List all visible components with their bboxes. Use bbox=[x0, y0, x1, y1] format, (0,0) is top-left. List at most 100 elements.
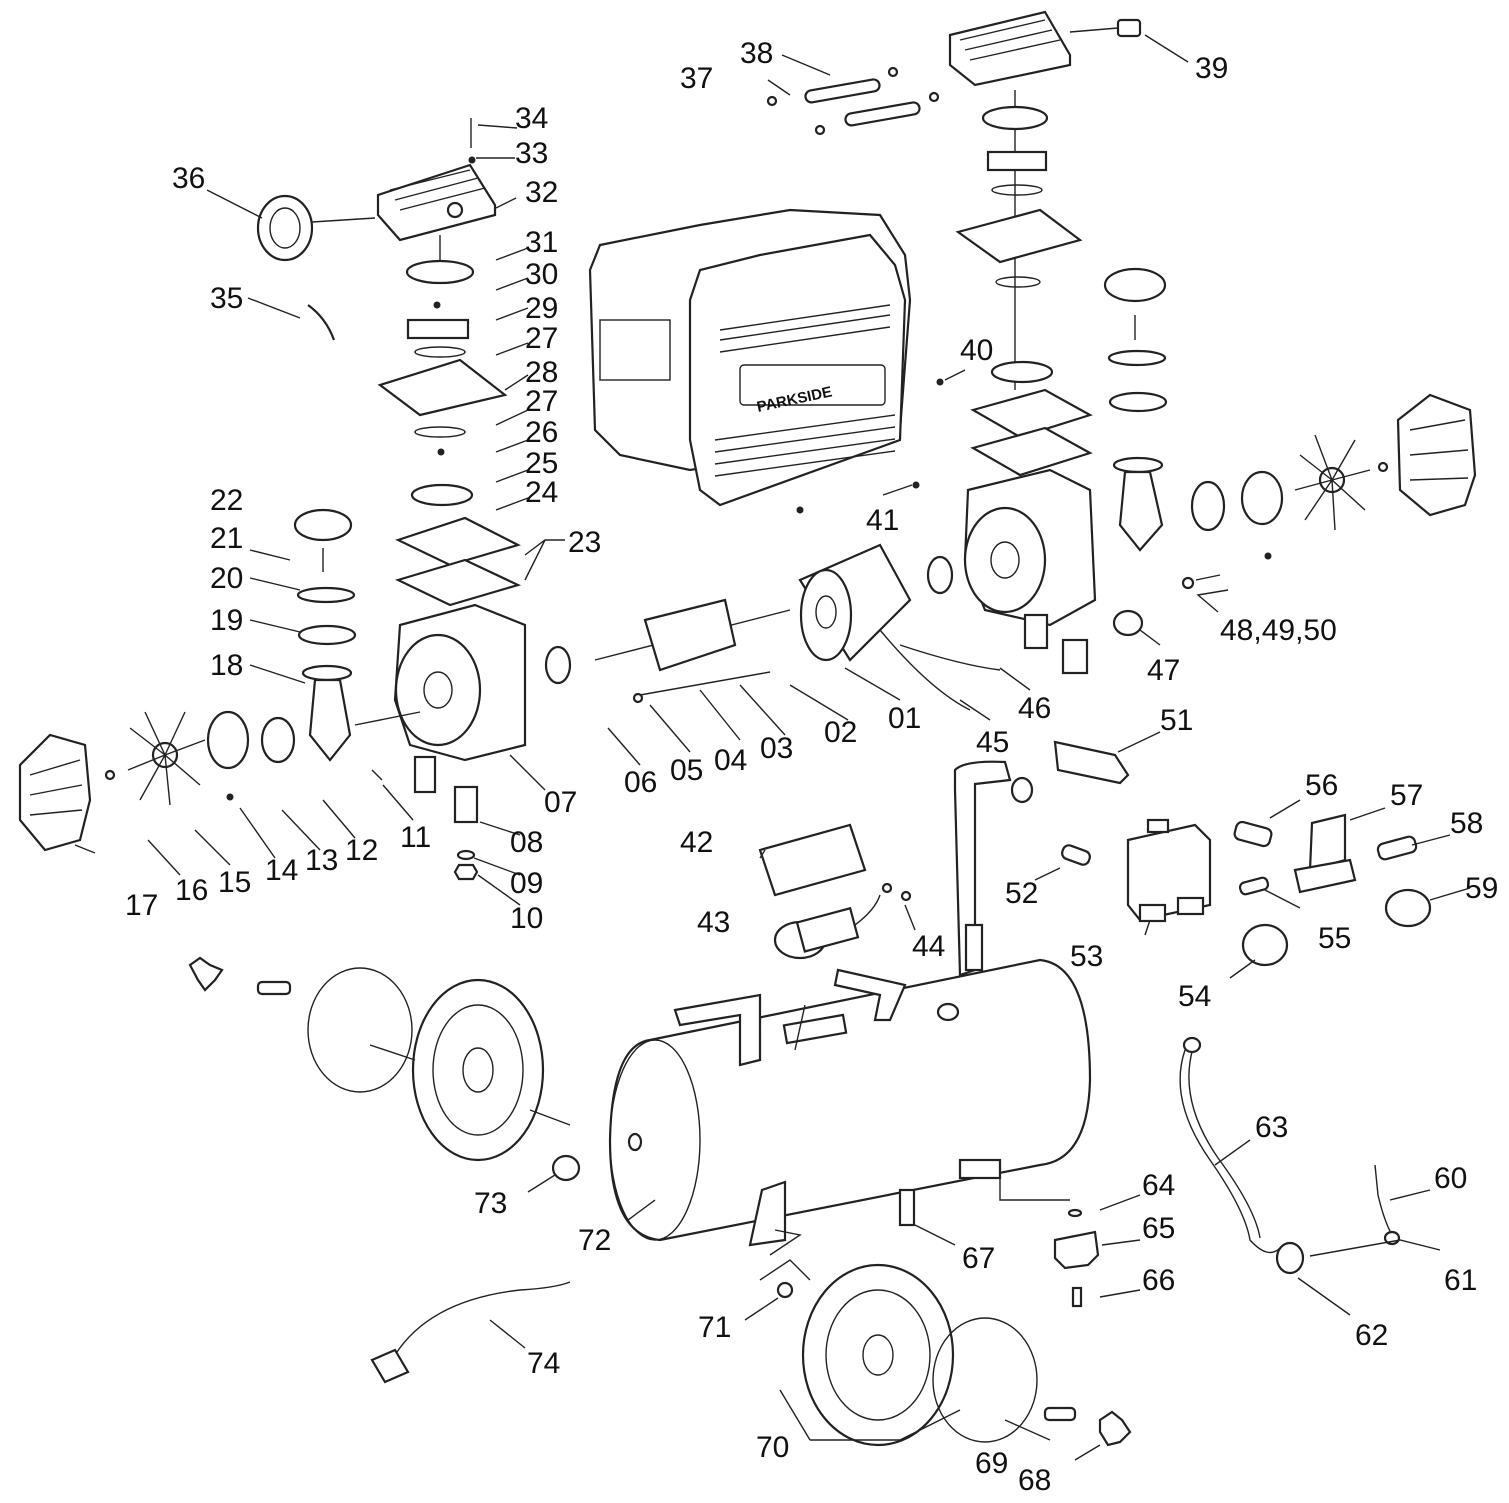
part-label-03: 03 bbox=[760, 732, 793, 765]
axle-bolt-69 bbox=[1043, 1406, 1077, 1422]
part-label-67: 67 bbox=[962, 1242, 995, 1275]
part-label-16: 16 bbox=[175, 874, 208, 907]
gauge-59 bbox=[1384, 888, 1432, 928]
screw-40 bbox=[936, 378, 944, 386]
part-label-20: 20 bbox=[210, 562, 243, 595]
part-label-25: 25 bbox=[525, 447, 558, 480]
capacitor-box-42 bbox=[758, 823, 867, 897]
piston-cup-right bbox=[1103, 267, 1167, 303]
screw-66 bbox=[1071, 1286, 1083, 1308]
part-label-74: 74 bbox=[527, 1347, 560, 1380]
pipe-38 bbox=[804, 78, 881, 104]
housing-cover: PARKSIDE bbox=[588, 208, 912, 507]
bracket-right bbox=[833, 968, 907, 1022]
part-label-19: 19 bbox=[210, 604, 243, 637]
screw-41b bbox=[796, 506, 804, 514]
part-label-51: 51 bbox=[1160, 704, 1193, 737]
power-cord-74 bbox=[394, 1281, 571, 1356]
part-label-05: 05 bbox=[670, 754, 703, 787]
drain-valve-67 bbox=[898, 1188, 916, 1227]
part-label-60: 60 bbox=[1434, 1162, 1467, 1195]
star-knob-back bbox=[188, 956, 224, 992]
part-label-46: 46 bbox=[1018, 692, 1051, 725]
wire-45 bbox=[879, 629, 971, 711]
right-cylinder-head bbox=[948, 10, 1072, 87]
part-label-06: 06 bbox=[624, 766, 657, 799]
part-label-14: 14 bbox=[265, 854, 298, 887]
part-label-41: 41 bbox=[866, 504, 899, 537]
part-label-36: 36 bbox=[172, 162, 205, 195]
part-label-02: 02 bbox=[824, 716, 857, 749]
part-label-28: 28 bbox=[525, 356, 558, 389]
part-label-56: 56 bbox=[1305, 769, 1338, 802]
part-label-04: 04 bbox=[714, 744, 747, 777]
tank-foot-right bbox=[958, 1158, 1002, 1180]
part-label-61: 61 bbox=[1444, 1264, 1477, 1297]
damper-08b bbox=[453, 785, 479, 824]
gauge-54 bbox=[1241, 923, 1289, 967]
tank-foot bbox=[748, 1180, 787, 1247]
bracket-left bbox=[673, 993, 762, 1067]
electronics-51 bbox=[1053, 740, 1130, 785]
star-knob-68 bbox=[1098, 1410, 1132, 1447]
part-label-65: 65 bbox=[1142, 1212, 1175, 1245]
part-label-23: 23 bbox=[568, 526, 601, 559]
leader-lines bbox=[74, 34, 1471, 1461]
fan-right bbox=[1294, 434, 1371, 531]
part-label-37: 37 bbox=[680, 62, 713, 95]
plug-39 bbox=[1116, 18, 1142, 38]
part-label-58: 58 bbox=[1450, 807, 1483, 840]
gasket-23a bbox=[395, 516, 521, 567]
part-label-08: 08 bbox=[510, 826, 543, 859]
part-label-31: 31 bbox=[525, 226, 558, 259]
wire-46 bbox=[899, 644, 1001, 671]
part-label-10: 10 bbox=[510, 902, 543, 935]
part-label-64: 64 bbox=[1142, 1169, 1175, 1202]
part-label-32: 32 bbox=[525, 176, 558, 209]
part-label-68: 68 bbox=[1018, 1464, 1051, 1497]
part-label-42: 42 bbox=[680, 826, 713, 859]
left-cylinder-head bbox=[376, 163, 497, 242]
valve-plate-28 bbox=[377, 358, 508, 417]
screw-41 bbox=[912, 481, 920, 489]
part-label-34: 34 bbox=[515, 102, 548, 135]
nut-10 bbox=[453, 863, 479, 881]
fan-15 bbox=[127, 711, 206, 806]
wheel-back bbox=[411, 978, 545, 1162]
part-label-26: 26 bbox=[525, 416, 558, 449]
nut-47 bbox=[1112, 609, 1144, 637]
part-label-48_50: 48,49,50 bbox=[1220, 614, 1337, 647]
damper-right-b bbox=[1061, 638, 1089, 675]
part-label-71: 71 bbox=[698, 1311, 731, 1344]
right-crankcase bbox=[963, 468, 1097, 627]
tank-72 bbox=[608, 958, 1092, 1242]
part-label-57: 57 bbox=[1390, 779, 1423, 812]
piston-cup-22 bbox=[293, 508, 353, 542]
wheel-front-70 bbox=[801, 1263, 955, 1447]
part-label-22: 22 bbox=[210, 484, 243, 517]
conrod-18 bbox=[308, 678, 352, 762]
part-label-15: 15 bbox=[218, 866, 251, 899]
part-label-35: 35 bbox=[210, 282, 243, 315]
hose-63 bbox=[1179, 1049, 1281, 1254]
part-label-54: 54 bbox=[1178, 980, 1211, 1013]
part-label-53: 53 bbox=[1070, 940, 1103, 973]
part-label-07: 07 bbox=[544, 786, 577, 819]
part-label-69: 69 bbox=[975, 1447, 1008, 1480]
ring-19 bbox=[297, 624, 357, 646]
pipe-handle bbox=[953, 760, 1012, 977]
part-label-18: 18 bbox=[210, 649, 243, 682]
axle-bolt-back bbox=[256, 980, 292, 996]
part-label-59: 59 bbox=[1465, 872, 1498, 905]
o-ring-24 bbox=[410, 483, 474, 507]
part-label-63: 63 bbox=[1255, 1111, 1288, 1144]
part-label-21: 21 bbox=[210, 522, 243, 555]
gasket-31 bbox=[405, 259, 475, 285]
part-label-40: 40 bbox=[960, 334, 993, 367]
part-label-27a: 27 bbox=[525, 385, 558, 418]
washer-20 bbox=[296, 586, 356, 604]
plug-74 bbox=[370, 1348, 410, 1384]
part-label-24: 24 bbox=[525, 476, 558, 509]
part-label-72: 72 bbox=[578, 1224, 611, 1257]
washer-71 bbox=[776, 1281, 794, 1299]
